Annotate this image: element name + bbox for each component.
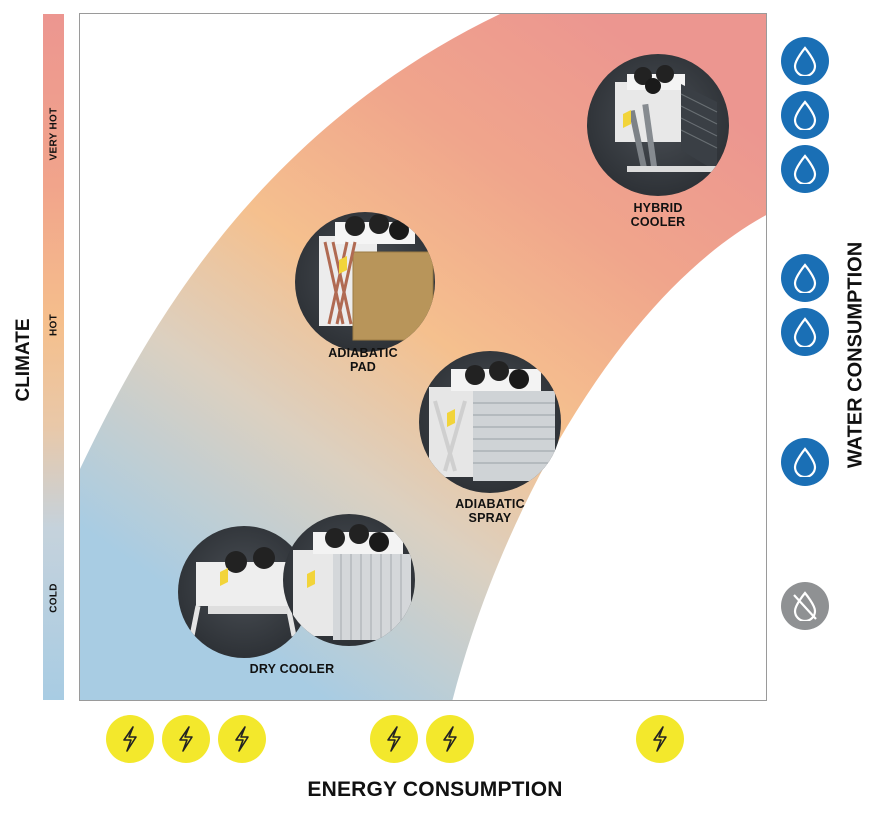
adiabatic-pad-image [295, 212, 435, 352]
lightning-bolt-icon [636, 715, 684, 763]
no-water-icon [781, 582, 829, 630]
dry-cooler-image-left [178, 526, 310, 658]
adiabatic-spray-image [419, 351, 561, 493]
adiabatic-pad-label: ADIABATIC PAD [328, 346, 398, 374]
climate-gradient-bar [43, 14, 64, 700]
water-drop-icon [781, 91, 829, 139]
lightning-bolt-icon [218, 715, 266, 763]
water-drop-icon [781, 37, 829, 85]
adiabatic-spray-label: ADIABATIC SPRAY [455, 497, 525, 525]
lightning-bolt-icon [370, 715, 418, 763]
hybrid-cooler-image [587, 54, 729, 196]
chart-frame: HYBRID COOLER ADIABATIC PAD [79, 13, 767, 701]
water-drop-icon [781, 308, 829, 356]
dry-cooler-label: DRY COOLER [249, 662, 335, 676]
water-drop-icon [781, 145, 829, 193]
lightning-bolt-icon [162, 715, 210, 763]
lightning-bolt-icon [426, 715, 474, 763]
dry-cooler-image [283, 514, 415, 646]
lightning-bolt-icon [106, 715, 154, 763]
water-drop-icon [781, 254, 829, 302]
energy-consumption-title: ENERGY CONSUMPTION [307, 778, 563, 801]
water-drop-icon [781, 438, 829, 486]
hybrid-cooler-label: HYBRID COOLER [630, 201, 686, 229]
